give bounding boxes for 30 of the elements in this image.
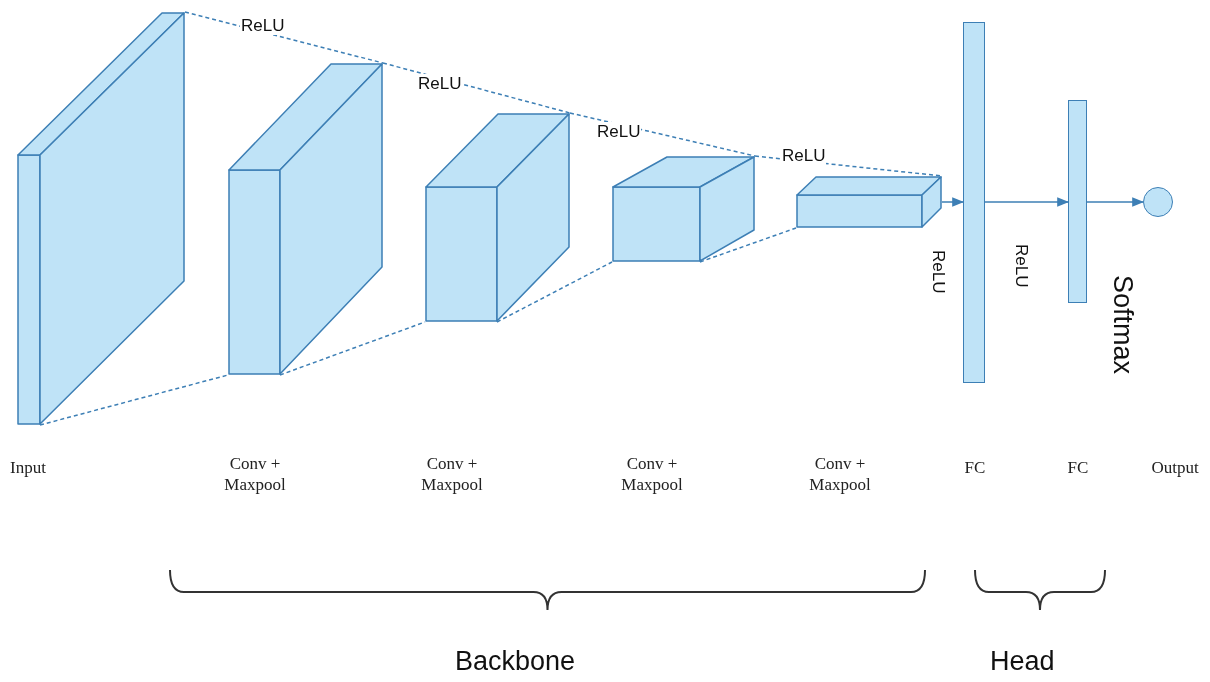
dashed-line bbox=[496, 261, 613, 323]
dashed-line bbox=[569, 112, 756, 157]
layer-block bbox=[228, 63, 383, 375]
layer-block bbox=[796, 176, 942, 228]
layer-label: Output bbox=[1150, 457, 1200, 478]
dashed-line bbox=[279, 321, 426, 376]
arrow bbox=[941, 197, 965, 207]
group-label: Head bbox=[990, 646, 1055, 677]
edge-label: ReLU bbox=[240, 16, 286, 35]
layer-label: Conv + Maxpool bbox=[620, 453, 684, 495]
layer-label: FC bbox=[1066, 457, 1090, 478]
layer-block bbox=[612, 156, 755, 262]
output-circle bbox=[1143, 187, 1173, 217]
layer-bar bbox=[963, 22, 985, 383]
layer-label: Input bbox=[9, 457, 47, 478]
layer-label: Conv + Maxpool bbox=[420, 453, 484, 495]
edge-label: ReLU bbox=[781, 146, 827, 165]
layer-block bbox=[425, 113, 570, 322]
dashed-line bbox=[699, 227, 797, 263]
layer-block bbox=[17, 12, 185, 425]
dashed-line bbox=[184, 11, 384, 64]
layer-label: Conv + Maxpool bbox=[808, 453, 872, 495]
activation-label: Softmax bbox=[1107, 275, 1138, 375]
arrow bbox=[1086, 197, 1145, 207]
dashed-line bbox=[39, 374, 229, 426]
group-label: Backbone bbox=[455, 646, 576, 677]
arrow bbox=[984, 197, 1070, 207]
layer-bar bbox=[1068, 100, 1087, 303]
layer-label: FC bbox=[963, 457, 987, 478]
layer-label: Conv + Maxpool bbox=[223, 453, 287, 495]
